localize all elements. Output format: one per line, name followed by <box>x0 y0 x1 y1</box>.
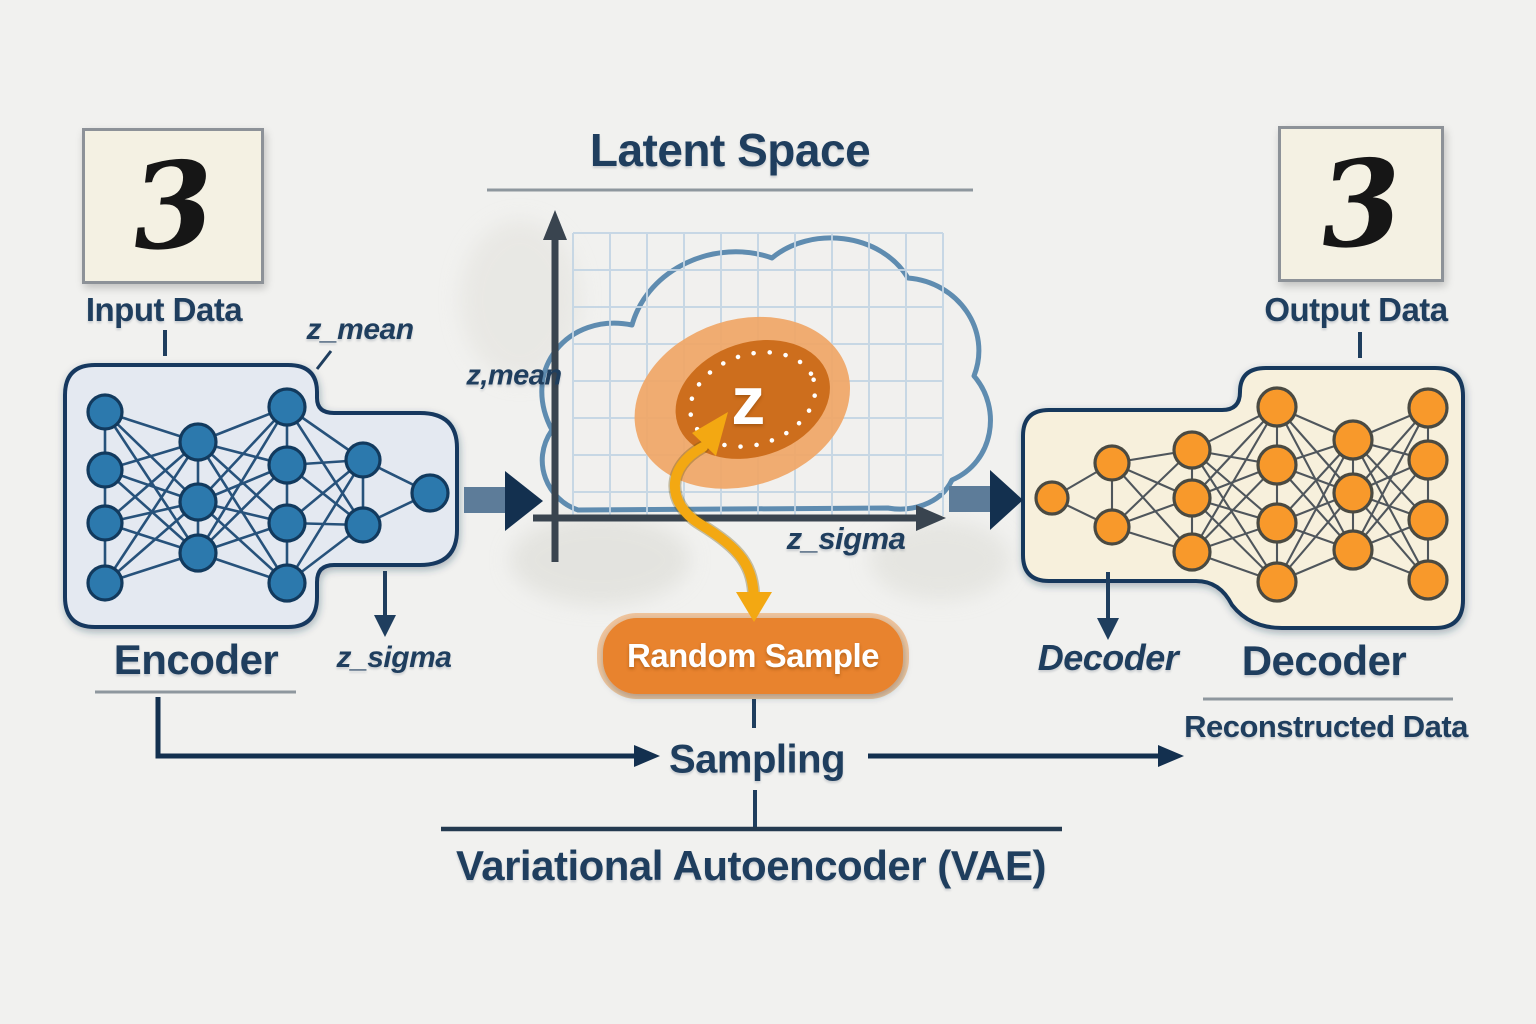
decoder-label-italic: Decoder <box>1037 637 1179 678</box>
input-digit: 3 <box>127 133 219 278</box>
reconstructed-data-label: Reconstructed Data <box>1184 709 1468 744</box>
encoder-to-sampling-connector <box>155 697 640 759</box>
encoder-network <box>86 387 450 603</box>
z-mean-label: z_mean <box>306 313 414 346</box>
decoder-label-bold: Decoder <box>1241 637 1407 684</box>
decoder-arrowhead <box>1097 618 1119 640</box>
random-sample-badge <box>597 613 909 699</box>
connector-lines <box>95 188 1453 832</box>
decoder-network <box>1034 386 1449 603</box>
latent-y-axis-label: z,mean <box>466 359 562 392</box>
yellow-arrowhead-bottom <box>736 592 772 622</box>
random-sample-label: Random Sample <box>626 637 880 674</box>
output-image-box: 3 <box>1278 126 1444 282</box>
yellow-arrowhead-top <box>692 412 728 456</box>
z-mean-leader <box>315 350 333 370</box>
flow-arrow-encoder-to-latent <box>464 471 543 531</box>
sampling-arrow-yellow <box>668 412 772 622</box>
latent-space-title: Latent Space <box>589 124 871 176</box>
input-data-label: Input Data <box>85 291 243 328</box>
latent-z-symbol: z <box>731 363 765 439</box>
vae-title: Variational Autoencoder (VAE) <box>456 842 1046 889</box>
sampling-right-arrowhead <box>1158 745 1184 767</box>
encoder-body <box>63 363 459 629</box>
x-axis-arrowhead <box>916 505 946 531</box>
latent-axes <box>533 210 946 562</box>
y-axis-arrowhead <box>543 210 567 240</box>
z-sigma-label: z_sigma <box>336 641 452 674</box>
latent-x-axis-label: z_sigma <box>786 521 906 556</box>
flow-arrow-latent-to-decoder <box>949 470 1023 530</box>
input-image-box: 3 <box>82 128 264 284</box>
output-data-label: Output Data <box>1264 291 1448 328</box>
encoder-label: Encoder <box>113 636 279 683</box>
output-digit: 3 <box>1315 131 1407 276</box>
sampling-label: Sampling <box>668 737 846 782</box>
sampling-left-arrowhead <box>634 745 660 767</box>
z-sigma-arrowhead <box>374 615 396 637</box>
